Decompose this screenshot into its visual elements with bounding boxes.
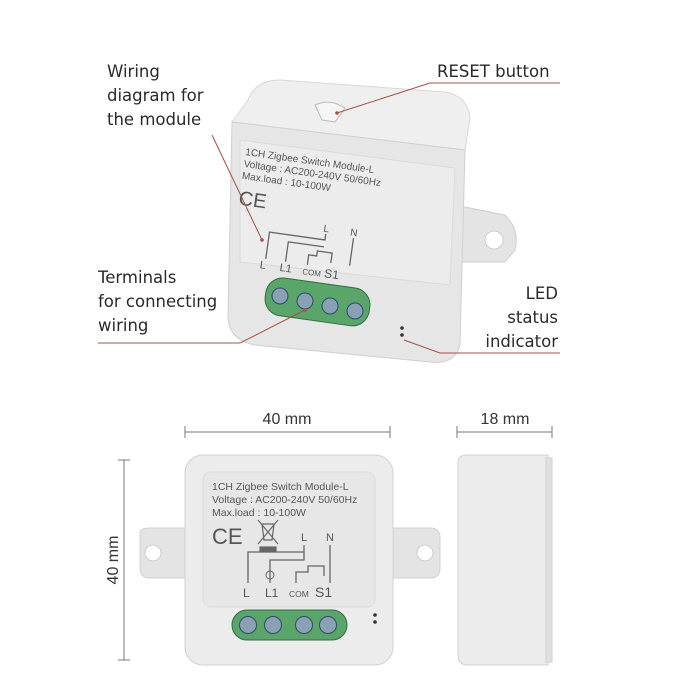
- leader-terminals: [98, 309, 306, 344]
- dimension-height: 40 mm: [105, 536, 122, 585]
- callout-reset-button: RESET button: [437, 62, 550, 81]
- module-voltage: Voltage : AC200-240V 50/60Hz: [212, 494, 357, 506]
- weee-icon: [257, 519, 279, 552]
- wiring-label-l: L: [259, 259, 267, 272]
- wiring-label-l: L: [243, 586, 250, 600]
- svg-text:status: status: [507, 308, 558, 327]
- wiring-label-l1: L1: [265, 586, 279, 600]
- terminal-screw: [239, 616, 257, 634]
- svg-text:Terminals: Terminals: [97, 268, 176, 287]
- dimension-height-line: [118, 459, 130, 661]
- terminal-screw: [296, 292, 314, 310]
- dimension-depth-line: [456, 426, 553, 438]
- reset-button[interactable]: [314, 101, 346, 123]
- terminal-screw: [264, 616, 282, 634]
- terminal-screw: [271, 287, 289, 305]
- wiring-label-com: COM: [302, 267, 322, 279]
- callout-led: LED status indicator: [485, 284, 558, 351]
- led-indicator: [373, 613, 377, 617]
- mounting-tab: [454, 204, 517, 263]
- wiring-label-l1: L1: [279, 262, 293, 276]
- module-max-load: Max.load : 10-100W: [212, 507, 306, 519]
- wiring-diagram: [265, 231, 355, 266]
- svg-text:wiring: wiring: [98, 316, 148, 335]
- module-side-view: [457, 454, 553, 666]
- wiring-label-s1: S1: [323, 266, 340, 282]
- callout-wiring-diagram: Wiring diagram for the module: [107, 62, 204, 129]
- wiring-label-n: N: [326, 532, 334, 544]
- mounting-tab-right: [391, 527, 441, 579]
- mounting-hole: [484, 230, 504, 250]
- svg-text:diagram for: diagram for: [107, 86, 204, 105]
- svg-text:LED: LED: [526, 284, 558, 303]
- leader-reset: [336, 82, 560, 114]
- wiring-label-l-top: L: [323, 224, 330, 236]
- ce-mark: CE: [212, 524, 243, 549]
- terminal-screw: [295, 616, 313, 634]
- wiring-diagram: [247, 545, 331, 583]
- wiring-label-com: COM: [289, 589, 309, 599]
- terminal-screw: [346, 302, 364, 320]
- module-top-face: [231, 79, 471, 151]
- wiring-label-s1: S1: [315, 584, 332, 600]
- svg-text:the module: the module: [107, 110, 201, 129]
- ce-mark: CE: [237, 188, 268, 214]
- lamp-icon: [265, 570, 275, 580]
- leader-led: [403, 339, 560, 354]
- terminal-block: [264, 277, 371, 327]
- led-indicator: [400, 326, 404, 330]
- terminal-screw: [319, 616, 337, 634]
- dimension-depth: 18 mm: [481, 411, 530, 428]
- label-panel: [239, 139, 456, 286]
- dimension-width-line: [184, 426, 391, 438]
- callout-terminals: Terminals for connecting wiring: [97, 268, 217, 335]
- terminal-screw: [321, 297, 339, 315]
- wiring-label-l-top: L: [301, 532, 307, 544]
- module-perspective: 1CH Zigbee Switch Module-L Voltage : AC2…: [227, 79, 517, 363]
- svg-text:for connecting: for connecting: [98, 292, 217, 311]
- dimension-width: 40 mm: [263, 411, 312, 428]
- svg-text:indicator: indicator: [485, 332, 558, 351]
- label-panel: [202, 471, 376, 608]
- wiring-label-n: N: [349, 227, 358, 239]
- terminal-block: [231, 609, 348, 641]
- led-indicator: [400, 333, 404, 337]
- svg-text:Wiring: Wiring: [107, 62, 160, 81]
- module-front-view: 1CH Zigbee Switch Module-L Voltage : AC2…: [139, 454, 441, 666]
- led-indicator: [373, 620, 377, 624]
- leader-wiring: [211, 134, 263, 241]
- module-title: 1CH Zigbee Switch Module-L: [212, 481, 349, 493]
